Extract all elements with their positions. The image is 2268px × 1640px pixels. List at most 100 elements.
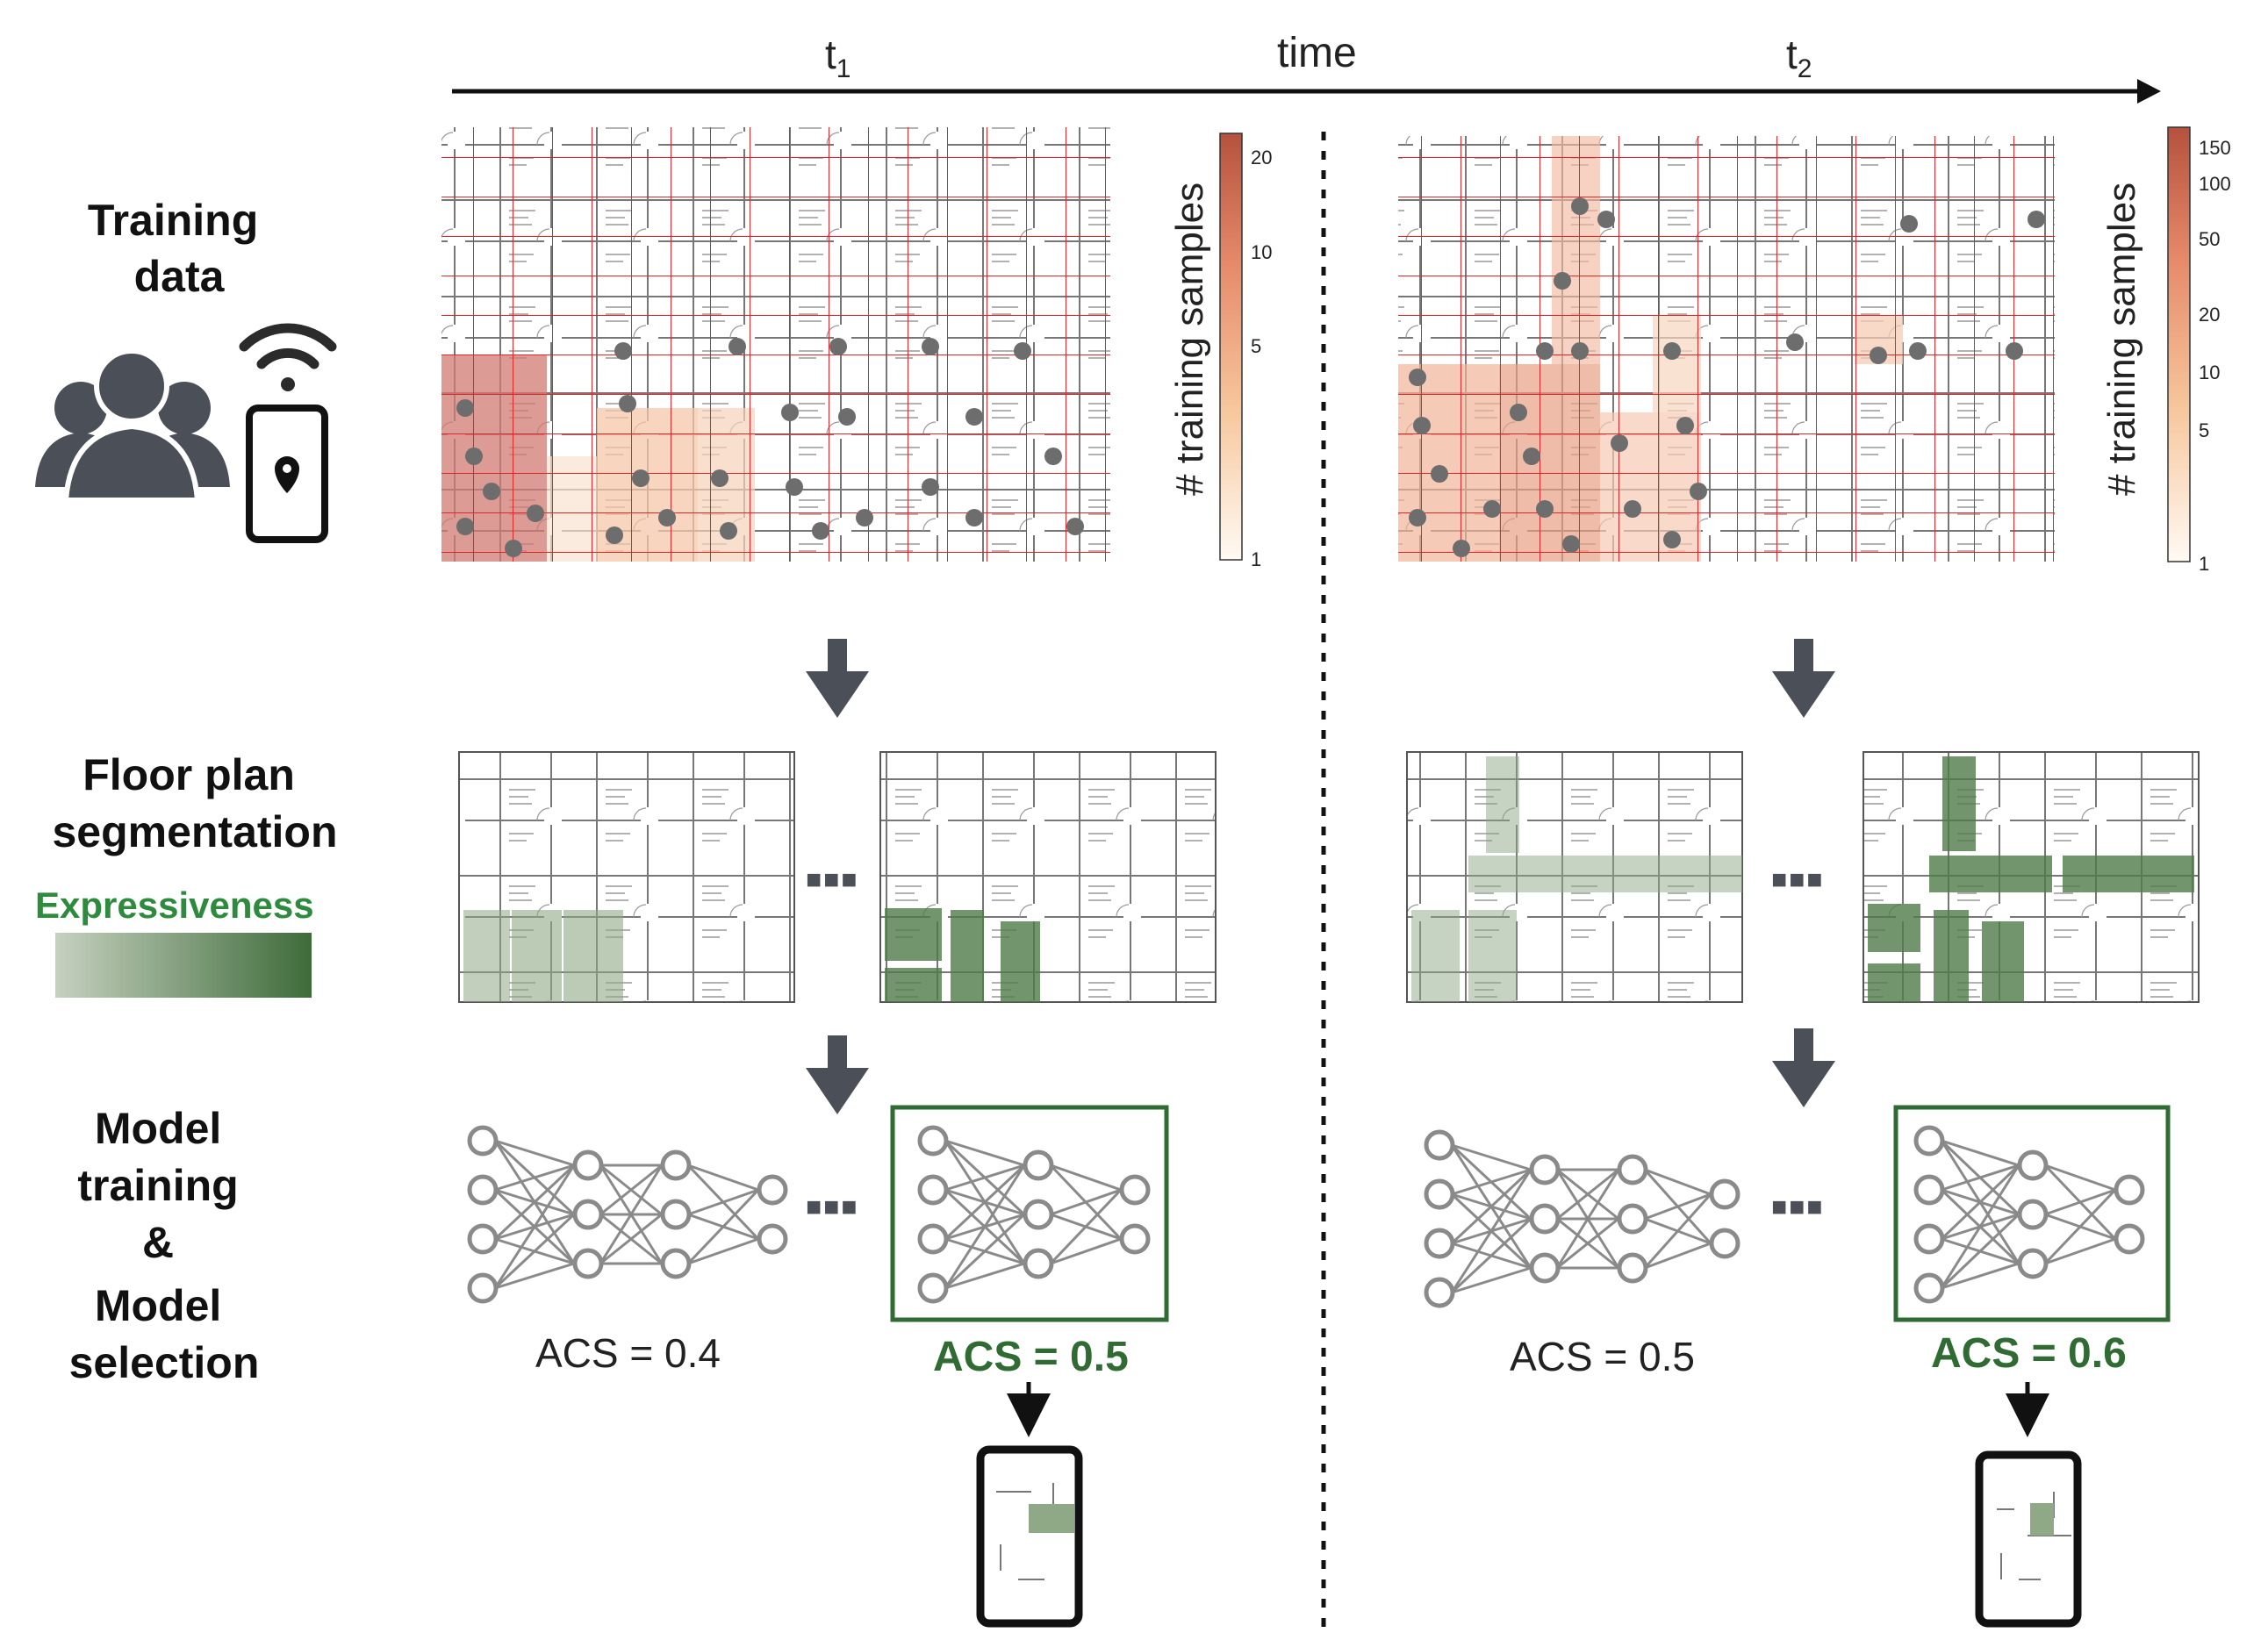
network-edge — [1050, 1237, 1122, 1265]
network-node — [1119, 1174, 1151, 1206]
network-node — [1424, 1129, 1455, 1161]
network-node — [917, 1272, 949, 1304]
network-edge — [687, 1188, 759, 1216]
network-edge — [1643, 1193, 1712, 1269]
network-edge — [1049, 1188, 1123, 1265]
network-node — [1023, 1199, 1054, 1230]
down-arrow-icon — [806, 639, 869, 718]
network-node — [1023, 1248, 1054, 1279]
network-node — [572, 1248, 604, 1279]
network-node — [2017, 1149, 2049, 1181]
network-node — [467, 1125, 499, 1157]
ellipsis-model-t2: ■■■ — [1771, 1192, 1824, 1221]
neural-network-icon — [1424, 1129, 1740, 1308]
network-node — [1709, 1228, 1740, 1259]
network-node — [1424, 1277, 1455, 1308]
colorbar-t1-tick: 10 — [1251, 241, 1272, 263]
network-edge — [494, 1139, 575, 1167]
network-edge — [944, 1164, 1026, 1289]
network-node — [1617, 1252, 1648, 1284]
colorbar-t2: 150 100 50 20 10 5 1 # training samples — [2100, 126, 2231, 575]
network-node — [572, 1149, 604, 1181]
colorbar-t2-label: # training samples — [2100, 183, 2143, 496]
network-edge — [1941, 1262, 2020, 1290]
down-arrow-icon — [1772, 1028, 1835, 1107]
t2-label: t2 — [1786, 32, 1812, 83]
network-edge — [1941, 1139, 2020, 1167]
network-node — [757, 1174, 788, 1206]
down-arrow-icon — [1772, 639, 1835, 718]
network-edge — [493, 1164, 576, 1241]
network-node — [2114, 1174, 2145, 1206]
network-edge — [1555, 1169, 1620, 1269]
down-arrow-icon — [806, 1035, 869, 1114]
network-edge — [687, 1164, 759, 1192]
network-node — [660, 1149, 692, 1181]
timeline: t1 time t2 — [452, 30, 2161, 1628]
network-edge — [2044, 1237, 2116, 1265]
network-edge — [599, 1164, 664, 1264]
network-node — [467, 1272, 499, 1304]
selected-model-frame-t2 — [1893, 1105, 2171, 1322]
network-node — [1529, 1203, 1561, 1235]
sample-dots-t1 — [456, 338, 1084, 557]
colorbar-t1-tick: 20 — [1251, 147, 1272, 168]
network-edge — [493, 1213, 576, 1290]
neural-network-icon — [917, 1125, 1151, 1304]
segmentation-t2-b — [1862, 751, 2200, 1003]
network-edge — [1644, 1242, 1712, 1270]
network-edge — [2044, 1188, 2116, 1216]
expressiveness-label: Expressiveness — [35, 884, 314, 926]
selected-model-frame-t1 — [890, 1105, 1169, 1322]
network-node — [572, 1199, 604, 1230]
network-node — [467, 1223, 499, 1255]
sample-dots-t2 — [1409, 197, 2045, 557]
row-labels: Training data Floor plan segmentation Mo… — [35, 196, 338, 1387]
network-edge — [1050, 1188, 1122, 1216]
network-node — [1424, 1178, 1455, 1210]
acs-t2-candidate: ACS = 0.5 — [1510, 1334, 1695, 1379]
time-arrow-head — [2137, 79, 2161, 104]
network-node — [917, 1223, 949, 1255]
network-node — [660, 1199, 692, 1230]
network-node — [2114, 1223, 2145, 1255]
network-edge — [2044, 1164, 2116, 1192]
network-node — [1617, 1203, 1648, 1235]
ellipsis-seg-t1: ■■■ — [806, 865, 858, 894]
wifi-icon — [239, 323, 337, 391]
network-edge — [944, 1213, 1026, 1290]
network-edge — [1940, 1213, 2020, 1290]
colorbar-t2-tick: 50 — [2199, 228, 2220, 250]
network-edge — [1940, 1164, 2020, 1241]
colorbar-t2-tick: 10 — [2199, 362, 2220, 383]
network-node — [1023, 1149, 1054, 1181]
time-label: time — [1277, 30, 1357, 76]
acs-t2-selected: ACS = 0.6 — [1931, 1330, 2127, 1377]
expressiveness-gradient — [55, 933, 312, 998]
network-edge — [1940, 1164, 2020, 1289]
network-edge — [944, 1139, 1025, 1167]
network-node — [660, 1248, 692, 1279]
row-label-model: Model training & Model selection — [69, 1104, 260, 1387]
network-edge — [1644, 1168, 1712, 1196]
network-node — [2017, 1199, 2049, 1230]
row-label-segmentation: Floor plan segmentation — [52, 750, 337, 856]
network-node — [1709, 1178, 1740, 1210]
network-edge — [1451, 1168, 1532, 1196]
heatmap-t2 — [1398, 136, 2055, 562]
network-edge — [686, 1188, 760, 1265]
network-node — [2017, 1248, 2049, 1279]
colorbar-t1-label: # training samples — [1168, 183, 1211, 496]
network-node — [1913, 1223, 1945, 1255]
network-node — [1529, 1154, 1561, 1185]
colorbar-t1-tick: 5 — [1251, 335, 1261, 357]
colorbar-t1: 20 10 5 1 # training samples — [1168, 132, 1272, 570]
network-edge — [1644, 1192, 1712, 1221]
colorbar-t2-tick: 1 — [2199, 553, 2209, 575]
acs-t1-selected: ACS = 0.5 — [933, 1334, 1129, 1380]
network-edge — [944, 1262, 1025, 1290]
heatmap-t1 — [441, 127, 1110, 562]
network-node — [467, 1174, 499, 1206]
network-node — [1617, 1154, 1648, 1185]
